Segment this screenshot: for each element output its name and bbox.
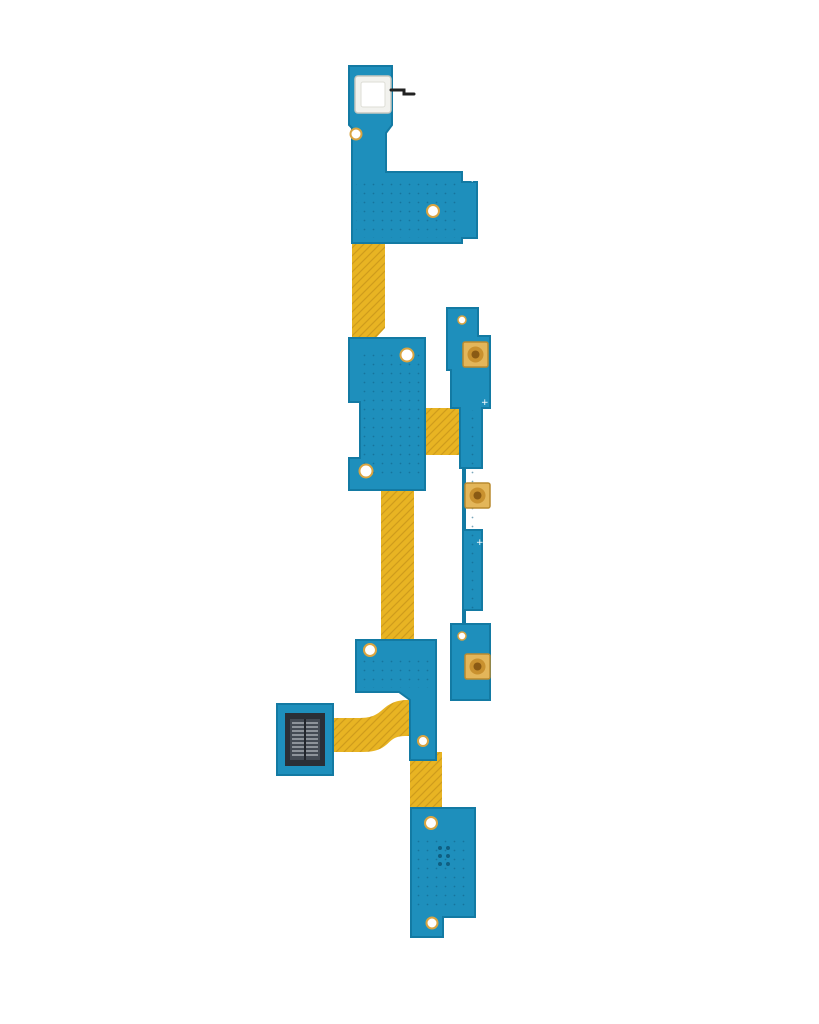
volume-down-button-icon (464, 482, 491, 509)
lower-board (355, 639, 437, 761)
svg-text:+: + (481, 398, 489, 408)
bridge-flex-ribbon (425, 408, 470, 455)
lower-flex-ribbon (410, 752, 442, 812)
board-connector-icon (276, 703, 334, 776)
svg-text:+: + (468, 174, 476, 185)
middle-board (348, 337, 426, 491)
button-strip-board: + + (446, 307, 491, 701)
middle-flex-ribbon (381, 490, 414, 645)
svg-text:+: + (476, 538, 484, 548)
bottom-board (410, 807, 476, 938)
connector-flex-ribbon (330, 700, 412, 752)
top-board: + (348, 65, 478, 244)
upper-flex-ribbon (352, 243, 385, 343)
home-button-icon (464, 653, 491, 680)
power-switch-icon (354, 75, 416, 114)
volume-up-button-icon (462, 341, 489, 368)
